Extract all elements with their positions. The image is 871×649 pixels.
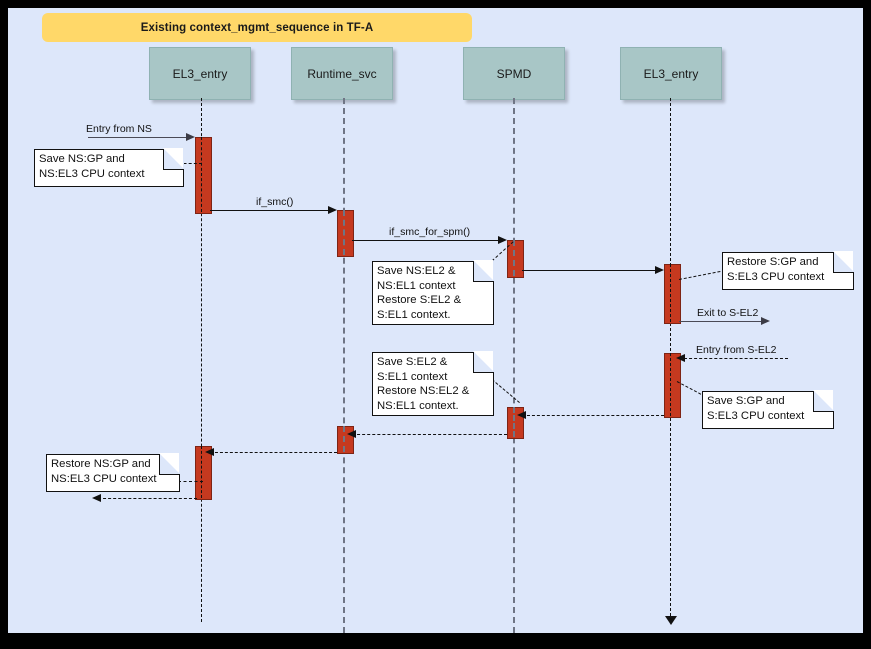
message-line-spmd-to-runtime-svc	[352, 434, 507, 435]
lifeline-el3-entry-left	[201, 98, 202, 622]
note-fold-icon	[473, 260, 494, 282]
arrowhead-icon	[517, 410, 526, 419]
note-line: NS:EL3 CPU context	[39, 167, 145, 180]
arrowhead-icon	[498, 235, 507, 244]
note-leader-4	[491, 379, 520, 404]
message-label-entry-from-ns: Entry from NS	[84, 123, 154, 135]
lifeline-header-el3-entry-right[interactable]: EL3_entry	[620, 47, 722, 100]
lifeline-el3l-overlay-2	[201, 446, 202, 498]
message-line-spmd-to-el3-right	[522, 270, 656, 271]
message-line-entry-from-s-el2	[684, 358, 788, 359]
activation-el3-entry-right-1	[664, 264, 681, 324]
note-line: Restore NS:GP and	[51, 458, 151, 470]
activation-el3-entry-left-2	[195, 446, 212, 500]
note-line: Save NS:GP and	[39, 153, 125, 165]
message-label-entry-from-s-el2: Entry from S-EL2	[694, 344, 779, 356]
note-fold-icon	[813, 390, 834, 412]
activation-spmd-1	[507, 240, 524, 278]
note-line: S:EL1 context.	[377, 308, 451, 321]
lifeline-runtime-svc	[343, 98, 345, 633]
note-line: S:EL3 CPU context	[727, 270, 825, 283]
note-fold-icon	[163, 148, 184, 170]
lifeline-label: Runtime_svc	[307, 66, 377, 81]
page-title: Existing context_mgmt_sequence in TF-A	[140, 21, 374, 34]
lifeline-header-runtime-svc[interactable]: Runtime_svc	[291, 47, 393, 100]
note-line: NS:EL1 context	[377, 279, 456, 292]
note-leader-1	[168, 163, 202, 164]
message-label-exit-to-s-el2: Exit to S-EL2	[695, 307, 761, 319]
arrowhead-icon	[92, 493, 101, 502]
lifeline-el3l-overlay-1	[201, 137, 202, 212]
note-line: Save S:GP and	[707, 395, 785, 407]
arrowhead-icon	[347, 429, 356, 438]
note-save-ns-gp: Save NS:GP and NS:EL3 CPU context	[34, 148, 184, 187]
diagram-title-banner: Existing context_mgmt_sequence in TF-A	[42, 13, 472, 42]
lifeline-el3r-overlay-2	[670, 353, 671, 416]
note-fold-icon	[159, 453, 180, 475]
note-fold-icon	[473, 351, 494, 373]
lifeline-end-arrow-icon	[665, 616, 677, 625]
note-restore-ns-gp: Restore NS:GP and NS:EL3 CPU context	[46, 453, 180, 492]
note-line: S:EL1 context	[377, 370, 448, 383]
message-line-exit-to-s-el2	[679, 321, 762, 322]
message-line-runtime-svc-to-el3-left	[210, 452, 337, 453]
activation-runtime-svc-1	[337, 210, 354, 257]
diagram-canvas: Existing context_mgmt_sequence in TF-A E…	[8, 8, 863, 633]
lifeline-runtime-svc-overlay-1	[343, 210, 345, 255]
lifeline-spmd	[513, 98, 515, 633]
activation-el3-entry-left-1	[195, 137, 212, 214]
note-leader-6	[178, 481, 203, 482]
note-save-s-gp: Save S:GP and S:EL3 CPU context	[702, 390, 834, 429]
note-line: Restore S:GP and	[727, 256, 819, 268]
lifeline-label: EL3_entry	[172, 66, 228, 81]
lifeline-el3r-overlay-1	[670, 264, 671, 322]
message-line-if-smc	[210, 210, 329, 211]
message-line-entry-from-ns	[88, 137, 187, 138]
lifeline-header-spmd[interactable]: SPMD	[463, 47, 565, 100]
note-fold-icon	[833, 251, 854, 273]
message-line-el3-right-to-spmd	[522, 415, 664, 416]
activation-el3-entry-right-2	[664, 353, 681, 418]
note-restore-s-gp: Restore S:GP and S:EL3 CPU context	[722, 251, 854, 290]
lifeline-runtime-svc-overlay-2	[343, 426, 345, 452]
note-line: Save S:EL2 &	[377, 356, 448, 368]
note-line: Restore NS:EL2 &	[377, 385, 470, 397]
arrowhead-icon	[761, 316, 770, 325]
note-line: NS:EL3 CPU context	[51, 472, 157, 485]
message-line-el3-left-exit	[98, 498, 197, 499]
note-line: S:EL3 CPU context	[707, 409, 805, 422]
arrowhead-icon	[676, 353, 685, 362]
note-save-ns-el2: Save NS:EL2 & NS:EL1 context Restore S:E…	[372, 260, 494, 325]
message-label-if-smc-for-spm: if_smc_for_spm()	[387, 226, 473, 238]
arrowhead-icon	[655, 265, 664, 274]
arrowhead-icon	[328, 205, 337, 214]
lifeline-spmd-overlay-1	[513, 240, 515, 276]
note-line: Restore S:EL2 &	[377, 294, 462, 306]
message-line-if-smc-for-spm	[352, 240, 499, 241]
note-line: Save NS:EL2 &	[377, 265, 456, 277]
message-label-if-smc: if_smc()	[254, 196, 296, 208]
lifeline-header-el3-entry-left[interactable]: EL3_entry	[149, 47, 251, 100]
lifeline-spmd-overlay-2	[513, 407, 515, 437]
arrowhead-icon	[186, 132, 195, 141]
note-line: NS:EL1 context.	[377, 399, 459, 412]
lifeline-label: EL3_entry	[643, 66, 699, 81]
note-save-s-el2: Save S:EL2 & S:EL1 context Restore NS:EL…	[372, 351, 494, 416]
arrowhead-icon	[205, 447, 214, 456]
lifeline-label: SPMD	[496, 66, 532, 81]
note-leader-3	[678, 270, 726, 280]
